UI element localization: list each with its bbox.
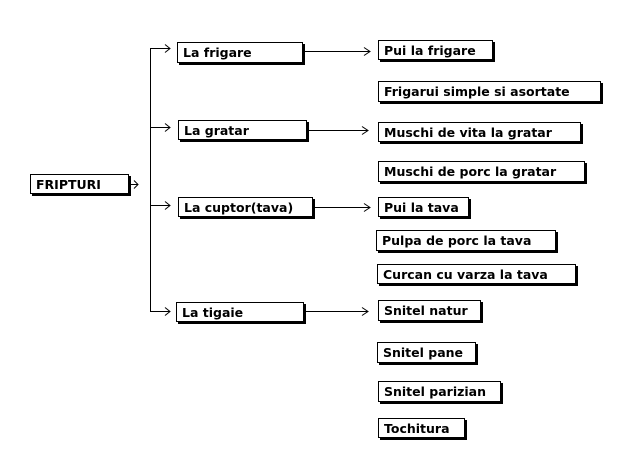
item-node: Snitel parizian bbox=[378, 381, 501, 402]
item-arrowhead-1 bbox=[363, 47, 371, 56]
item-label: Snitel parizian bbox=[384, 384, 487, 399]
item-label: Snitel natur bbox=[384, 303, 468, 318]
item-node: Frigarui simple si asortate bbox=[378, 81, 601, 102]
item-label: Snitel pane bbox=[383, 345, 464, 360]
item-arrowhead-3 bbox=[363, 203, 371, 212]
item-node: Pui la frigare bbox=[378, 40, 493, 60]
branch-label: La tigaie bbox=[182, 305, 244, 320]
branch-label: La cuptor(tava) bbox=[184, 200, 294, 215]
item-label: Curcan cu varza la tava bbox=[383, 267, 548, 282]
branch-label: La frigare bbox=[183, 45, 252, 60]
item-label: Tochitura bbox=[384, 421, 450, 436]
item-node: Snitel natur bbox=[378, 300, 481, 321]
branch-arrowhead-3 bbox=[164, 201, 171, 210]
branch-label: La gratar bbox=[184, 123, 249, 138]
branch-arrowhead-2 bbox=[164, 123, 171, 132]
root-node: FRIPTURI bbox=[30, 174, 129, 194]
item-node: Curcan cu varza la tava bbox=[377, 264, 576, 284]
branch-node-la-cuptor: La cuptor(tava) bbox=[178, 197, 313, 217]
item-arrowhead-2 bbox=[361, 126, 369, 135]
item-node: Muschi de porc la gratar bbox=[378, 161, 585, 182]
item-node: Tochitura bbox=[378, 418, 465, 438]
item-label: Pui la tava bbox=[384, 200, 459, 215]
item-arrowhead-4 bbox=[361, 307, 369, 316]
item-label: Muschi de porc la gratar bbox=[384, 164, 557, 179]
item-label: Pui la frigare bbox=[384, 43, 476, 58]
branch-node-la-frigare: La frigare bbox=[177, 42, 303, 63]
branch-node-la-tigaie: La tigaie bbox=[176, 302, 304, 322]
item-label: Muschi de vita la gratar bbox=[384, 125, 552, 140]
item-node: Muschi de vita la gratar bbox=[378, 122, 581, 142]
branch-arrowhead-1 bbox=[164, 44, 171, 53]
item-label: Pulpa de porc la tava bbox=[382, 233, 532, 248]
branch-node-la-gratar: La gratar bbox=[178, 120, 307, 140]
item-label: Frigarui simple si asortate bbox=[384, 84, 570, 99]
root-arrowhead bbox=[133, 180, 139, 189]
root-label: FRIPTURI bbox=[36, 177, 101, 192]
branch-arrowhead-4 bbox=[164, 307, 171, 316]
item-node: Pulpa de porc la tava bbox=[376, 230, 556, 251]
item-node: Snitel pane bbox=[377, 342, 476, 363]
item-node: Pui la tava bbox=[378, 197, 469, 217]
